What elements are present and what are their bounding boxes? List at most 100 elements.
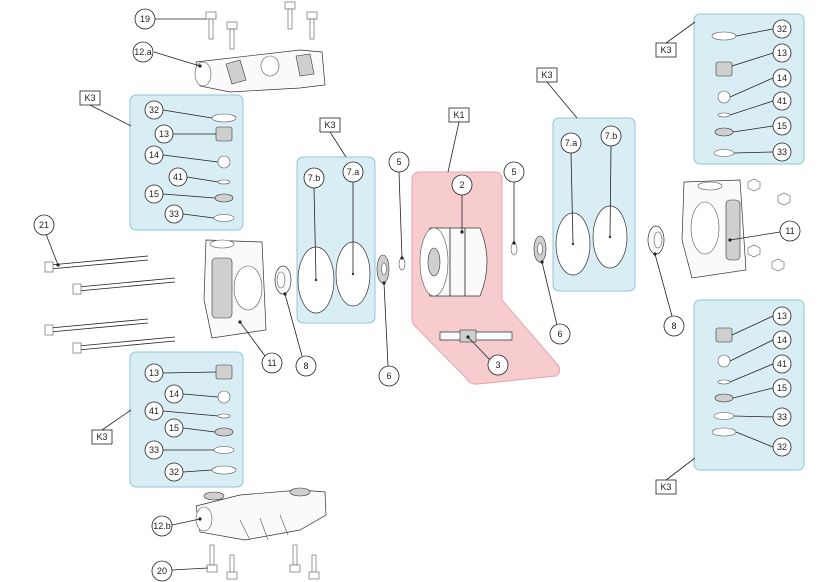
svg-text:12.a: 12.a: [134, 47, 152, 57]
svg-text:7.b: 7.b: [308, 173, 321, 183]
svg-text:33: 33: [149, 445, 159, 455]
callout-7a-right: 7.a: [560, 132, 582, 245]
kit-label-k3-top-left: K3: [79, 90, 132, 127]
svg-text:5: 5: [511, 167, 516, 177]
callouts-kit-top-left: 32 13 14 41 15 33: [144, 100, 219, 224]
callout-8-right: 8: [653, 252, 685, 337]
callouts-kit-bottom-right: 13 14 41 15 33 32: [729, 306, 792, 457]
svg-text:7.a: 7.a: [347, 167, 360, 177]
svg-text:14: 14: [169, 389, 179, 399]
kit-parts-top-left: [211, 113, 237, 222]
kit-panel-k1: [411, 171, 561, 385]
svg-text:12.b: 12.b: [153, 521, 171, 531]
oring-right-5: [510, 242, 518, 256]
callout-19: 19: [134, 8, 206, 30]
callout-8-left: 8: [283, 292, 317, 377]
svg-text:K3: K3: [541, 70, 552, 80]
bolts-top-19: [205, 1, 318, 50]
svg-text:14: 14: [149, 150, 159, 160]
kit-label-k3-center: K3: [319, 117, 347, 158]
callout-12b: 12.b: [151, 515, 202, 537]
svg-text:7.a: 7.a: [565, 138, 578, 148]
callout-3: 3: [466, 335, 509, 376]
svg-text:7.b: 7.b: [605, 131, 618, 141]
chamber-right-11: [681, 179, 747, 279]
svg-text:41: 41: [149, 406, 159, 416]
kit-label-k3-bottom-left: K3: [91, 409, 132, 445]
callout-6-left: 6: [378, 281, 400, 387]
callouts-kit-top-right: 32 13 14 41 15 33: [729, 19, 792, 162]
central-body-2: [419, 227, 488, 297]
svg-text:K3: K3: [324, 120, 335, 130]
callouts-kit-bottom-left: 13 14 41 15 33 32: [144, 363, 219, 482]
svg-text:33: 33: [169, 209, 179, 219]
svg-text:32: 32: [169, 467, 179, 477]
svg-text:15: 15: [149, 189, 159, 199]
svg-text:K3: K3: [96, 432, 107, 442]
washer-left-6: [376, 254, 390, 284]
svg-text:20: 20: [157, 566, 167, 576]
svg-text:13: 13: [149, 368, 159, 378]
svg-text:11: 11: [785, 226, 794, 236]
svg-text:13: 13: [159, 129, 169, 139]
svg-text:41: 41: [777, 359, 787, 369]
washer-right-6: [533, 235, 547, 263]
svg-text:11: 11: [267, 358, 276, 368]
kit-label-k3-bottom-right: K3: [655, 457, 696, 495]
oring-left-5: [398, 257, 406, 271]
shaft-3: [439, 329, 513, 343]
check-valve-right-8: [647, 225, 665, 255]
svg-text:3: 3: [495, 360, 500, 370]
kit-parts-top-right: [711, 31, 737, 157]
svg-text:13: 13: [777, 311, 787, 321]
svg-text:32: 32: [777, 24, 787, 34]
svg-text:32: 32: [149, 105, 159, 115]
svg-text:32: 32: [777, 442, 787, 452]
callout-5-right: 5: [503, 161, 525, 245]
svg-text:15: 15: [777, 121, 787, 131]
callout-20: 20: [151, 560, 209, 582]
callout-7b-left: 7.b: [303, 167, 325, 281]
svg-text:15: 15: [777, 383, 787, 393]
svg-text:33: 33: [777, 412, 787, 422]
svg-text:8: 8: [303, 361, 308, 371]
chamber-left-11: [203, 239, 267, 339]
svg-text:K1: K1: [453, 110, 464, 120]
svg-text:41: 41: [777, 96, 787, 106]
svg-text:13: 13: [777, 48, 787, 58]
callout-5-left: 5: [388, 151, 410, 260]
check-valve-left-8: [274, 265, 292, 295]
svg-text:15: 15: [169, 423, 179, 433]
manifold-bottom-12b: [195, 487, 327, 541]
callout-2: 2: [451, 174, 473, 234]
svg-text:6: 6: [386, 371, 391, 381]
svg-text:19: 19: [140, 14, 150, 24]
callout-21: 21: [33, 214, 60, 267]
svg-text:6: 6: [557, 329, 562, 339]
svg-text:14: 14: [777, 335, 787, 345]
svg-text:33: 33: [777, 147, 787, 157]
callout-7b-right: 7.b: [600, 125, 622, 238]
svg-text:5: 5: [396, 157, 401, 167]
svg-text:14: 14: [777, 73, 787, 83]
callout-12a: 12.a: [132, 41, 202, 68]
kit-label-k1: K1: [447, 107, 470, 173]
callout-7a-left: 7.a: [342, 161, 364, 274]
callout-6-right: 6: [540, 260, 571, 345]
svg-text:K3: K3: [660, 482, 671, 492]
svg-text:21: 21: [39, 220, 49, 230]
kit-parts-bottom-right: [711, 327, 737, 437]
svg-text:2: 2: [459, 180, 464, 190]
callout-11-right: 11: [728, 220, 801, 242]
nuts-right: [747, 178, 791, 272]
kit-label-k3-center-right: K3: [536, 67, 578, 119]
manifold-top-12a: [194, 49, 326, 93]
callout-11-left: 11: [238, 320, 283, 374]
tie-rods-21: [44, 255, 176, 354]
kit-parts-bottom-left: [211, 364, 237, 475]
svg-text:K3: K3: [660, 45, 671, 55]
svg-text:K3: K3: [84, 93, 95, 103]
bolts-bottom-20: [206, 544, 320, 580]
kit-label-k3-top-right: K3: [655, 21, 696, 58]
